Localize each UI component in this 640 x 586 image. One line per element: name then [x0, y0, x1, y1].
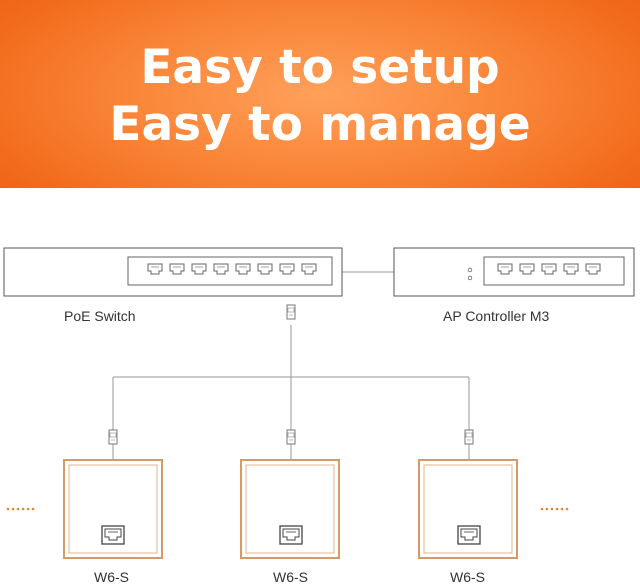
headline-banner: Easy to setup Easy to manage [0, 0, 640, 188]
headline-line-1: Easy to setup [140, 40, 500, 95]
access-point-1-label: W6-S [94, 569, 129, 585]
access-point-2 [240, 459, 340, 559]
access-point-2-label: W6-S [273, 569, 308, 585]
poe-switch [3, 247, 343, 297]
access-point-1 [63, 459, 163, 559]
access-point-3 [418, 459, 518, 559]
more-devices-left [6, 507, 35, 511]
access-point-3-label: W6-S [450, 569, 485, 585]
poe-switch-label: PoE Switch [64, 308, 136, 324]
cables [112, 271, 470, 460]
ap-controller [393, 247, 635, 297]
headline-line-2: Easy to manage [109, 97, 531, 152]
ap-controller-label: AP Controller M3 [443, 308, 550, 324]
more-devices-right [540, 507, 569, 511]
network-diagram: PoE Switch AP Controller M3 W6-S W6-S W6… [0, 188, 640, 586]
